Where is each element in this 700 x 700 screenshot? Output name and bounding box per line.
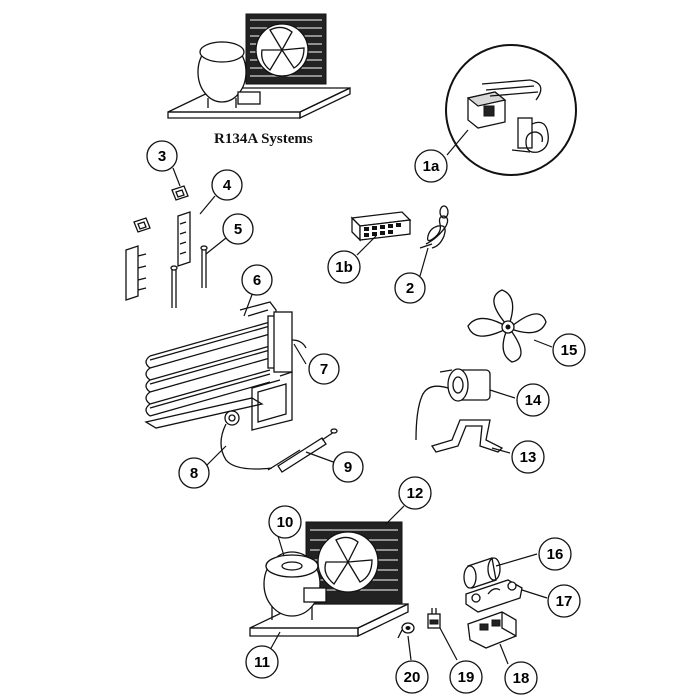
fan-blade-illustration <box>467 289 547 363</box>
callout-14-label: 14 <box>525 392 542 409</box>
electronic-module-illustration <box>350 211 412 242</box>
callout-10: 10 <box>268 505 302 539</box>
control-module-detail-illustration <box>445 44 577 176</box>
callout-8-label: 8 <box>190 465 198 482</box>
callout-18: 18 <box>504 661 538 695</box>
callout-5: 5 <box>222 213 254 245</box>
thermistor-coil-illustration <box>419 205 449 249</box>
motor-bracket-illustration <box>430 419 504 453</box>
callout-1b-label: 1b <box>335 259 353 276</box>
callout-6-label: 6 <box>253 272 261 289</box>
callout-7: 7 <box>308 353 340 385</box>
callout-20-label: 20 <box>404 669 421 686</box>
callout-2: 2 <box>394 272 426 304</box>
callout-20: 20 <box>395 660 429 694</box>
callout-3: 3 <box>146 140 178 172</box>
callout-12-label: 12 <box>407 485 424 502</box>
callout-9: 9 <box>332 451 364 483</box>
relay-cover-illustration <box>465 579 523 613</box>
callout-13-label: 13 <box>520 449 537 466</box>
callout-17: 17 <box>547 584 581 618</box>
callout-19: 19 <box>449 660 483 694</box>
callout-2-label: 2 <box>406 280 414 297</box>
start-relay-illustration <box>467 611 517 649</box>
callout-4: 4 <box>211 169 243 201</box>
callout-1b: 1b <box>327 250 361 284</box>
callout-16: 16 <box>538 537 572 571</box>
callout-1a: 1a <box>414 149 448 183</box>
condensing-unit-illustration <box>249 521 409 638</box>
mounting-clips-illustration <box>125 185 208 308</box>
capacitor-illustration <box>463 557 501 589</box>
callout-3-label: 3 <box>158 148 166 165</box>
callout-19-label: 19 <box>458 669 475 686</box>
callout-6: 6 <box>241 264 273 296</box>
grommet-illustration <box>397 622 415 639</box>
callout-13: 13 <box>511 440 545 474</box>
callout-11-label: 11 <box>254 654 270 671</box>
capillary-drier-illustration <box>220 423 338 473</box>
callout-10-label: 10 <box>277 514 294 531</box>
callout-17-label: 17 <box>556 593 573 610</box>
callout-18-label: 18 <box>513 670 530 687</box>
callout-1a-label: 1a <box>423 158 440 175</box>
diagram-title: R134A Systems <box>214 131 313 147</box>
callout-7-label: 7 <box>320 361 328 378</box>
callout-5-label: 5 <box>234 221 242 238</box>
callout-16-label: 16 <box>547 546 564 563</box>
callout-15: 15 <box>552 333 586 367</box>
evaporator-coil-illustration <box>144 301 307 431</box>
callout-11: 11 <box>245 645 279 679</box>
fan-motor-illustration <box>415 368 491 441</box>
callout-14: 14 <box>516 383 550 417</box>
callout-15-label: 15 <box>561 342 578 359</box>
condensing-unit-overview-illustration <box>167 13 351 120</box>
callout-8: 8 <box>178 457 210 489</box>
callout-9-label: 9 <box>344 459 352 476</box>
callout-12: 12 <box>398 476 432 510</box>
callout-4-label: 4 <box>223 177 232 194</box>
overload-protector-illustration <box>427 608 441 629</box>
callout-leader-lines <box>172 129 553 665</box>
